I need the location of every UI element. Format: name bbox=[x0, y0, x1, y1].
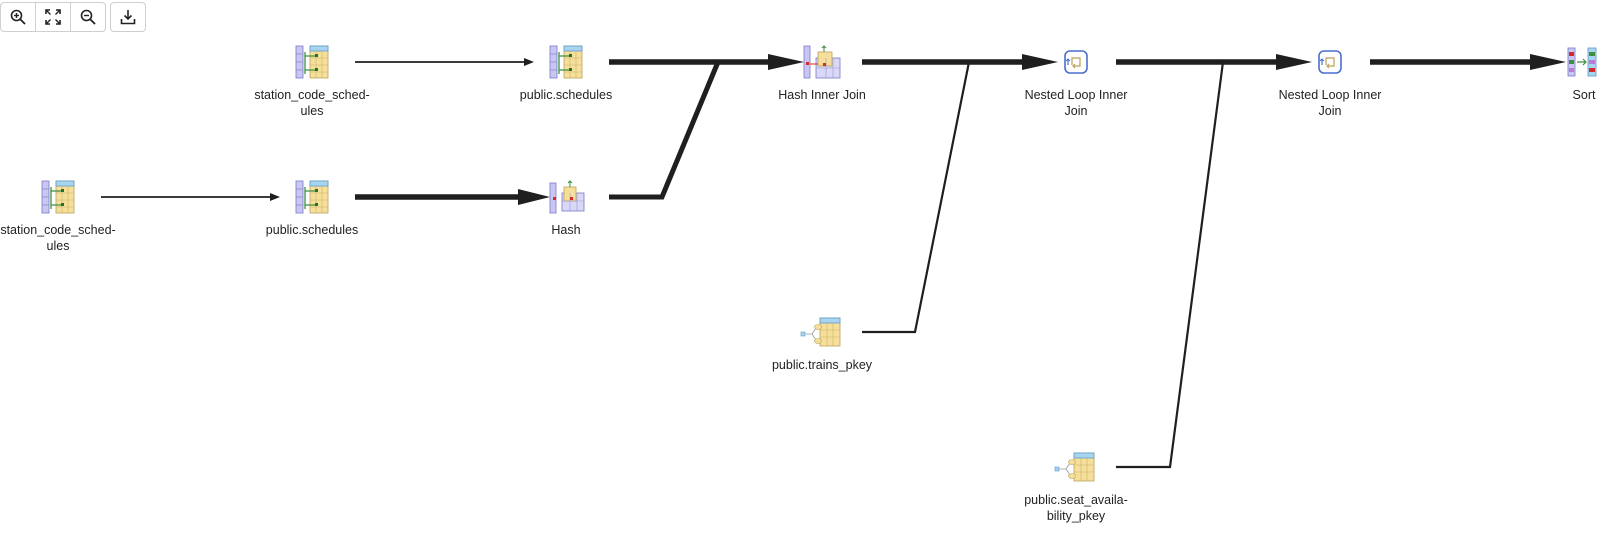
edge-arrowhead bbox=[1022, 54, 1058, 70]
node-hash[interactable]: Hash bbox=[549, 180, 585, 237]
node-hash-inner-join[interactable]: Hash Inner Join bbox=[778, 45, 866, 102]
plan-nodes: station_code_sched- ules public.schedule… bbox=[0, 45, 1597, 523]
hash-icon bbox=[549, 180, 585, 214]
node-label-line-1: Nested Loop Inner bbox=[1279, 88, 1382, 102]
nested-loop-icon bbox=[1064, 50, 1088, 74]
node-label-line-2: Join bbox=[1319, 104, 1342, 118]
node-public-trains-pkey[interactable]: public.trains_pkey bbox=[772, 317, 873, 372]
download-button[interactable] bbox=[111, 3, 145, 31]
node-label-line-1: Nested Loop Inner bbox=[1025, 88, 1128, 102]
hash-join-icon bbox=[803, 45, 841, 79]
fit-to-screen-button[interactable] bbox=[36, 3, 71, 31]
edge-arrowhead bbox=[270, 193, 280, 201]
index-only-scan-icon bbox=[1054, 452, 1095, 482]
toolbar bbox=[0, 2, 146, 32]
node-label-line-1: station_code_sched- bbox=[0, 223, 115, 237]
node-nested-loop-inner-join-1[interactable]: Nested Loop Inner Join bbox=[1025, 50, 1128, 118]
zoom-in-icon bbox=[10, 9, 26, 25]
edge-hash-to-hash-join bbox=[609, 61, 721, 200]
node-label-line-1: Hash Inner Join bbox=[778, 88, 866, 102]
edge-arrowhead bbox=[1530, 54, 1566, 70]
plan-edges bbox=[101, 54, 1566, 469]
nested-loop-icon bbox=[1318, 50, 1342, 74]
node-station-code-schedules-bottom[interactable]: station_code_sched- ules bbox=[0, 180, 116, 253]
edge-trains-pkey-to-nested-loop-1 bbox=[862, 61, 971, 334]
node-label-line-1: public.schedules bbox=[520, 88, 612, 102]
node-nested-loop-inner-join-2[interactable]: Nested Loop Inner Join bbox=[1279, 50, 1382, 118]
edge-arrowhead bbox=[518, 189, 550, 205]
node-public-schedules-bottom[interactable]: public.schedules bbox=[266, 180, 358, 237]
fit-to-screen-icon bbox=[45, 9, 61, 25]
node-label-line-1: station_code_sched- bbox=[254, 88, 369, 102]
index-scan-icon bbox=[295, 45, 329, 79]
node-label-line-2: ules bbox=[301, 104, 324, 118]
node-label-line-2: bility_pkey bbox=[1047, 509, 1106, 523]
node-label-line-2: Join bbox=[1065, 104, 1088, 118]
node-label-line-1: public.schedules bbox=[266, 223, 358, 237]
index-scan-icon bbox=[295, 180, 329, 214]
node-label-line-2: ules bbox=[47, 239, 70, 253]
sort-icon bbox=[1567, 47, 1597, 77]
zoom-out-button[interactable] bbox=[71, 3, 105, 31]
download-icon bbox=[120, 10, 136, 25]
edge-arrowhead bbox=[524, 58, 534, 66]
node-sort[interactable]: Sort bbox=[1567, 47, 1597, 102]
edge-arrowhead bbox=[1276, 54, 1312, 70]
node-label-line-1: public.seat_availa- bbox=[1024, 493, 1128, 507]
node-public-seat-availability-pkey[interactable]: public.seat_availa- bility_pkey bbox=[1024, 452, 1128, 523]
download-controls bbox=[110, 2, 146, 32]
zoom-in-button[interactable] bbox=[1, 3, 36, 31]
zoom-controls bbox=[0, 2, 106, 32]
index-only-scan-icon bbox=[800, 317, 841, 347]
index-scan-icon bbox=[549, 45, 583, 79]
node-label-line-1: public.trains_pkey bbox=[772, 358, 873, 372]
node-station-code-schedules-top[interactable]: station_code_sched- ules bbox=[254, 45, 370, 118]
index-scan-icon bbox=[41, 180, 75, 214]
node-label-line-1: Hash bbox=[551, 223, 580, 237]
node-public-schedules-top[interactable]: public.schedules bbox=[520, 45, 612, 102]
edge-seat-pkey-to-nested-loop-2 bbox=[1116, 61, 1225, 469]
edge-arrowhead bbox=[768, 54, 804, 70]
zoom-out-icon bbox=[80, 9, 96, 25]
node-label-line-1: Sort bbox=[1573, 88, 1596, 102]
